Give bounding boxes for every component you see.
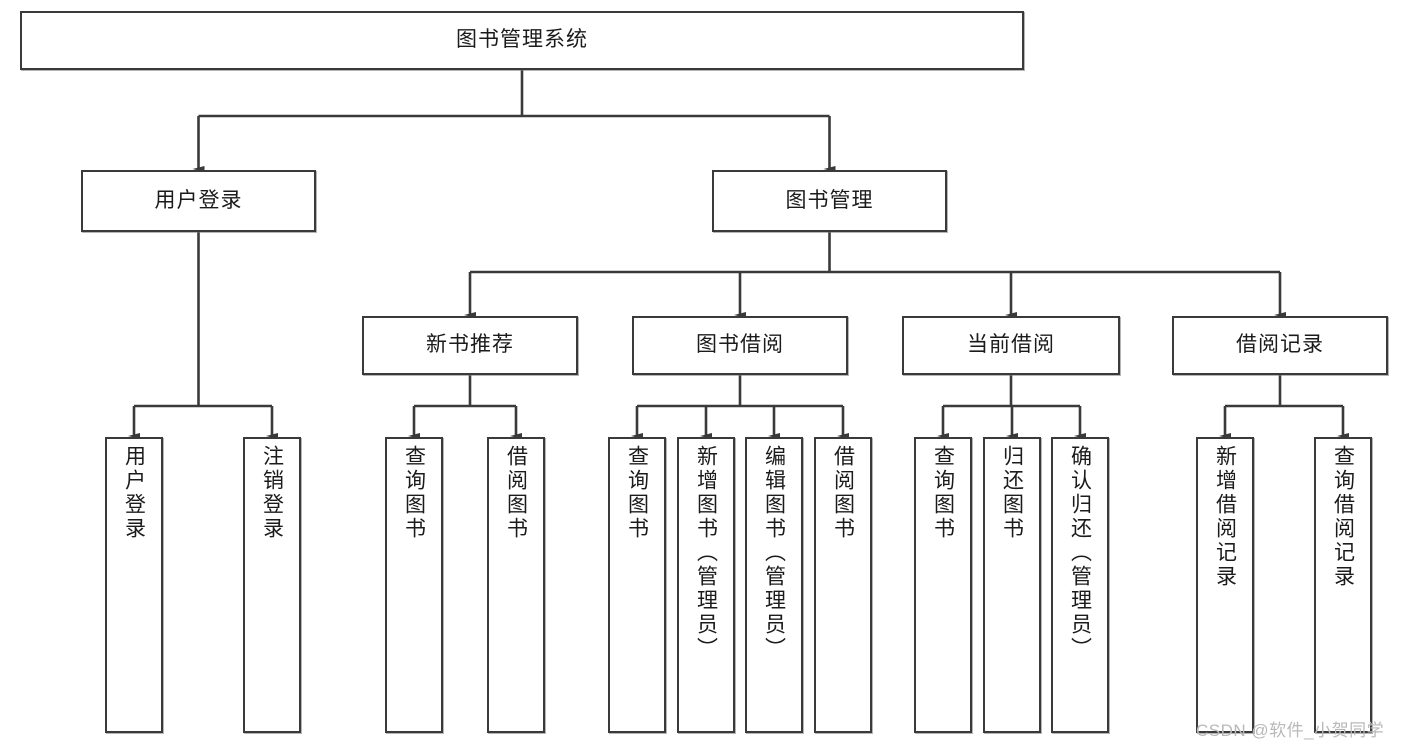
node-label: 查询图书 (931, 445, 955, 541)
node-records[interactable]: 借阅记录 (1172, 316, 1388, 375)
node-label: 查询图书 (402, 445, 426, 541)
node-label: 确认归还（管理员） (1068, 445, 1092, 661)
node-current[interactable]: 当前借阅 (902, 316, 1120, 375)
node-label: 新书推荐 (426, 333, 514, 357)
node-l13[interactable]: 查询借阅记录 (1314, 437, 1372, 733)
node-l1[interactable]: 用户登录 (105, 437, 163, 733)
node-label: 图书管理 (785, 188, 874, 212)
node-l11[interactable]: 确认归还（管理员） (1051, 437, 1109, 733)
node-l8[interactable]: 借阅图书 (814, 437, 872, 733)
node-label: 用户登录 (122, 445, 146, 541)
node-l6[interactable]: 新增图书（管理员） (677, 437, 735, 733)
node-label: 借阅图书 (831, 445, 855, 541)
node-l10[interactable]: 归还图书 (983, 437, 1041, 733)
node-l2[interactable]: 注销登录 (243, 437, 301, 733)
node-label: 借阅记录 (1236, 333, 1324, 357)
node-l12[interactable]: 新增借阅记录 (1196, 437, 1254, 733)
node-borrow[interactable]: 图书借阅 (632, 316, 848, 375)
node-l9[interactable]: 查询图书 (914, 437, 972, 733)
node-label: 新增图书（管理员） (694, 445, 718, 661)
node-label: 用户登录 (154, 188, 243, 212)
node-l3[interactable]: 查询图书 (385, 437, 443, 733)
csdn-watermark: CSDN @软件_小贺同学 (1196, 721, 1385, 740)
node-label: 编辑图书（管理员） (762, 445, 786, 661)
node-label: 注销登录 (260, 445, 284, 541)
node-root[interactable]: 图书管理系统 (20, 11, 1024, 70)
node-label: 归还图书 (1000, 445, 1024, 541)
node-l5[interactable]: 查询图书 (608, 437, 666, 733)
node-login[interactable]: 用户登录 (81, 170, 316, 232)
node-l4[interactable]: 借阅图书 (487, 437, 545, 733)
node-bookmgr[interactable]: 图书管理 (712, 170, 947, 232)
node-label: 当前借阅 (967, 333, 1055, 357)
node-l7[interactable]: 编辑图书（管理员） (745, 437, 803, 733)
node-label: 新增借阅记录 (1213, 445, 1237, 589)
node-label: 图书管理系统 (456, 28, 588, 52)
node-label: 借阅图书 (504, 445, 528, 541)
edge-layer (128, 70, 1349, 439)
node-label: 查询借阅记录 (1331, 445, 1355, 589)
node-label: 查询图书 (625, 445, 649, 541)
node-label: 图书借阅 (696, 333, 784, 357)
node-newbook[interactable]: 新书推荐 (362, 316, 578, 375)
